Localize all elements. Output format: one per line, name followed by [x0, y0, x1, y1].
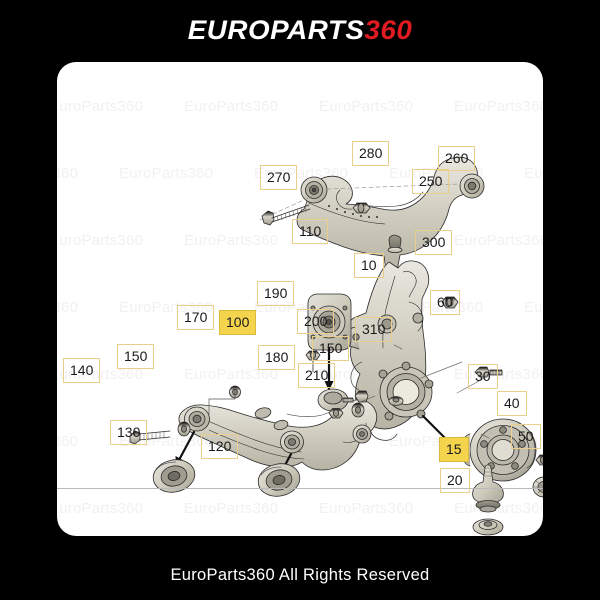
callout-label-20[interactable]: 20 — [440, 468, 470, 493]
callout-label-280[interactable]: 280 — [352, 141, 390, 166]
part-300-nut — [441, 296, 459, 309]
part-20-seal — [472, 518, 504, 536]
callout-label-130[interactable]: 130 — [110, 420, 148, 445]
part-15-ball-joint — [472, 464, 504, 513]
callout-label-110[interactable]: 110 — [292, 219, 329, 244]
part-180-nut — [328, 408, 344, 419]
part-lca-bushing-eye-front — [184, 406, 210, 432]
callout-label-140[interactable]: 140 — [63, 358, 101, 383]
part-170-washer — [208, 385, 241, 415]
callout-label-200[interactable]: 200 — [297, 309, 335, 334]
part-270-bolt — [261, 204, 311, 226]
callout-label-310[interactable]: 310 — [355, 317, 393, 342]
callout-label-270[interactable]: 270 — [260, 165, 298, 190]
callout-label-150b[interactable]: 150 — [312, 336, 350, 361]
part-130-bushing — [152, 459, 196, 493]
part-150-washer-right — [351, 395, 376, 418]
callout-label-150[interactable]: 150 — [117, 344, 155, 369]
callout-label-50[interactable]: 50 — [511, 424, 541, 449]
callout-label-260[interactable]: 260 — [438, 146, 476, 171]
card-divider — [57, 488, 543, 489]
callout-label-120[interactable]: 120 — [201, 434, 239, 459]
callout-label-30[interactable]: 30 — [468, 364, 498, 389]
part-50-cap — [532, 476, 543, 498]
callout-label-210[interactable]: 210 — [298, 363, 336, 388]
part-uca-bushing-right — [459, 173, 485, 199]
callout-label-15[interactable]: 15 — [439, 437, 469, 462]
arrow-110 — [324, 346, 334, 391]
part-150-washer-left — [177, 421, 191, 437]
logo-text-number: 360 — [364, 14, 413, 45]
part-upper-control-arm — [296, 156, 478, 273]
callout-label-60[interactable]: 60 — [430, 290, 460, 315]
parts-diagram — [57, 62, 543, 536]
part-210-bushing — [352, 424, 372, 444]
part-wheel-hub — [461, 418, 537, 482]
part-40-nut — [535, 454, 543, 466]
callout-label-100[interactable]: 100 — [219, 310, 257, 335]
footer-copyright: EuroParts360 All Rights Reserved — [170, 565, 430, 584]
part-280-flange-nut — [352, 202, 371, 214]
footer-bar: EuroParts360 All Rights Reserved — [0, 555, 600, 595]
part-lca-bushing-eye-rear — [280, 430, 304, 454]
part-steering-knuckle — [345, 260, 434, 441]
part-60-bolt — [474, 366, 503, 378]
logo-text-main: EUROPARTS — [187, 14, 365, 45]
part-120-bushing — [257, 463, 301, 497]
part-310-nut — [388, 396, 404, 406]
callout-label-170[interactable]: 170 — [177, 305, 215, 330]
callout-label-190[interactable]: 190 — [257, 281, 295, 306]
callout-label-250[interactable]: 250 — [412, 169, 450, 194]
callout-label-300[interactable]: 300 — [415, 230, 453, 255]
callout-label-10[interactable]: 10 — [354, 253, 384, 278]
part-200-bolt — [342, 390, 369, 403]
callout-label-40[interactable]: 40 — [497, 391, 527, 416]
callout-label-180[interactable]: 180 — [258, 345, 296, 370]
part-uca-bushing-left — [300, 176, 328, 204]
part-140-bolt — [129, 430, 171, 445]
parts-diagram-svg — [129, 156, 543, 536]
